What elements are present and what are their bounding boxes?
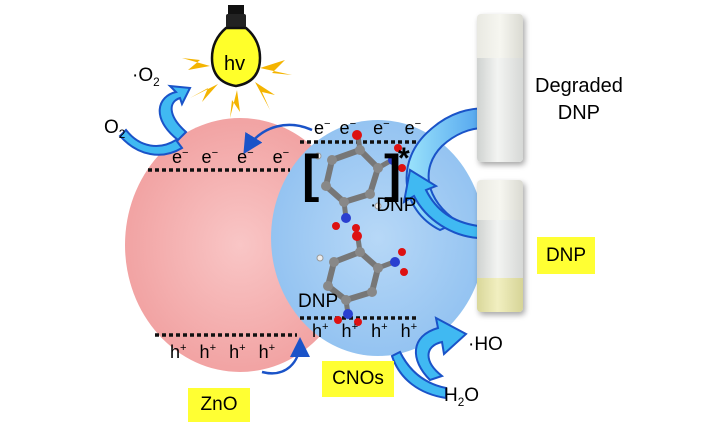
dnp-radical-label: ·DNP: [370, 195, 417, 216]
o2-reduction-arrow: [158, 84, 192, 142]
water-label: H2O: [444, 385, 480, 409]
electron: e−: [339, 118, 357, 138]
dnp-molecule: [316, 231, 408, 326]
degraded-dnp-label: Degraded DNP: [535, 75, 623, 124]
electron: e−: [314, 118, 331, 138]
hole: h+: [258, 342, 276, 362]
hole: h+: [170, 342, 187, 362]
photon-label: hv: [224, 53, 246, 75]
hole: h+: [400, 321, 418, 341]
light-bulb-icon: [210, 5, 262, 88]
electron: e−: [237, 147, 254, 167]
cnos-holes: h+ h+ h+ h+: [312, 321, 418, 341]
cnos-electrons: e− e− e− e−: [314, 118, 422, 138]
electron: e−: [373, 118, 390, 138]
zno-holes: h+ h+ h+ h+: [170, 342, 276, 362]
degraded-dnp-vial: [477, 14, 523, 162]
electron: e−: [172, 147, 189, 167]
electron-transfer-arrow: [243, 123, 313, 155]
hole: h+: [341, 321, 359, 341]
right-bracket: ]: [384, 145, 402, 203]
excited-state-star: *: [398, 142, 410, 175]
hole: h+: [229, 342, 246, 362]
electron: e−: [404, 118, 422, 138]
zno-box: ZnO: [188, 388, 250, 422]
o2-input-arrow: [118, 128, 184, 156]
zno-electrons: e− e− e− e−: [172, 147, 290, 167]
oxygen-label: O2: [104, 117, 126, 141]
dnp-radical-molecule: [314, 130, 406, 232]
hole: h+: [312, 321, 329, 341]
electron: e−: [272, 147, 290, 167]
h2o-arrow: [390, 350, 447, 400]
ho-radical-arrow: [415, 316, 468, 382]
hole: h+: [199, 342, 217, 362]
light-rays-icon: [182, 58, 292, 118]
dnp-label: DNP: [298, 291, 339, 312]
hole: h+: [371, 321, 388, 341]
dnp-input-arrow: [402, 168, 479, 240]
dnp-vial: [477, 180, 523, 312]
hydroxyl-radical-label: ·HO: [468, 334, 503, 355]
superoxide-radical-label: ·O2: [132, 65, 160, 89]
dnp-box: DNP: [537, 237, 595, 274]
hole-transfer-arrow: [261, 337, 310, 375]
electron: e−: [201, 147, 219, 167]
cnos-box: CNOs: [322, 361, 394, 397]
cnos-semiconductor: [271, 120, 485, 356]
left-bracket: [: [302, 145, 320, 203]
